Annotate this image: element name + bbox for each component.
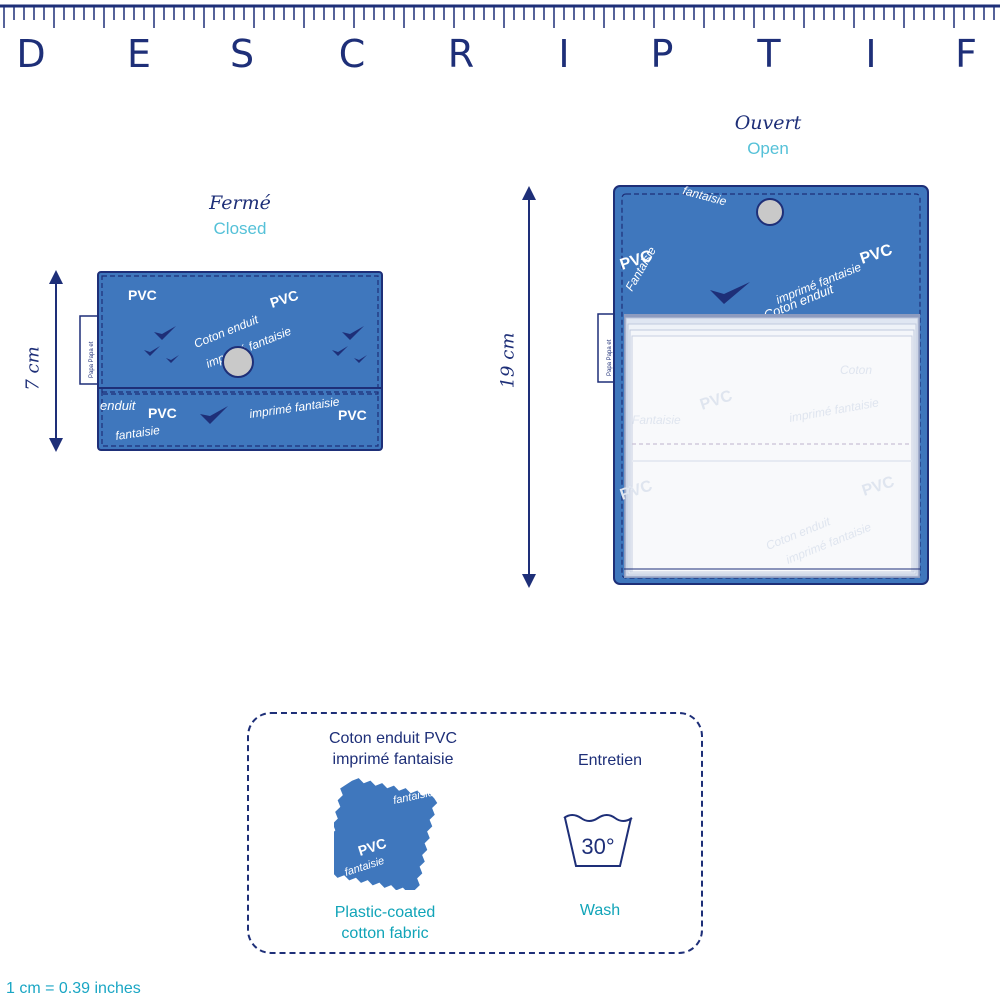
material-label-en: Plastic-coated cotton fabric: [300, 902, 470, 944]
closed-label-en: Closed: [213, 219, 267, 238]
unit-conversion-note: 1 cm = 0.39 inches: [6, 980, 141, 997]
care-label-fr: Entretien: [577, 752, 643, 769]
print-text: Fantaisie: [632, 413, 681, 427]
closed-label-fr: Fermé: [209, 192, 271, 214]
closed-dimension-arrow: [49, 270, 63, 452]
care-label-en: Wash: [579, 902, 621, 919]
ruler-graphic: [0, 4, 1000, 28]
title-letter: T: [757, 32, 781, 76]
legend-panel: [247, 712, 703, 954]
open-label-fr: Ouvert: [734, 112, 802, 134]
print-badge: PVC: [338, 407, 367, 423]
open-pouch-illustration: Papa Papa et fantaisie PVC Fantaisie PVC…: [597, 184, 929, 585]
title-letter: R: [447, 32, 475, 76]
material-line: cotton fabric: [341, 925, 429, 942]
title-letter: E: [126, 32, 151, 76]
open-dimension-arrow: [522, 186, 536, 588]
title-letter: D: [16, 32, 46, 76]
ruler-ticks: [3, 6, 995, 28]
wash-30-icon: 30°: [563, 814, 633, 867]
title-letter: F: [955, 32, 977, 76]
print-text: Coton: [840, 363, 872, 377]
print-text: enduit: [100, 398, 137, 413]
title-letter: I: [558, 32, 570, 76]
title-letter: P: [650, 32, 674, 76]
title-letter: I: [865, 32, 877, 76]
material-line: imprimé fantaisie: [332, 751, 454, 768]
closed-dimension-label: 7 cm: [22, 346, 44, 391]
title-letter: C: [338, 32, 366, 76]
closed-pouch-illustration: Papa Papa et PVC Coton enduit PVC imprim…: [79, 271, 383, 451]
print-badge: PVC: [148, 405, 177, 421]
material-line: Coton enduit PVC: [328, 730, 458, 747]
title-letter: S: [229, 32, 255, 76]
material-label-fr: Coton enduit PVC imprimé fantaisie: [300, 728, 486, 770]
print-text: fantaisie: [114, 423, 161, 443]
print-badge: PVC: [128, 287, 157, 303]
brand-tag-text: Papa Papa et: [607, 339, 613, 376]
open-dimension-label: 19 cm: [497, 332, 519, 389]
fabric-swatch-icon: fantaisie PVC fantaisie: [334, 778, 438, 890]
brand-tag-text: Papa Papa et: [89, 341, 95, 378]
open-label-en: Open: [747, 139, 789, 158]
material-line: Plastic-coated: [334, 904, 436, 921]
wash-temperature: 30°: [581, 834, 614, 859]
